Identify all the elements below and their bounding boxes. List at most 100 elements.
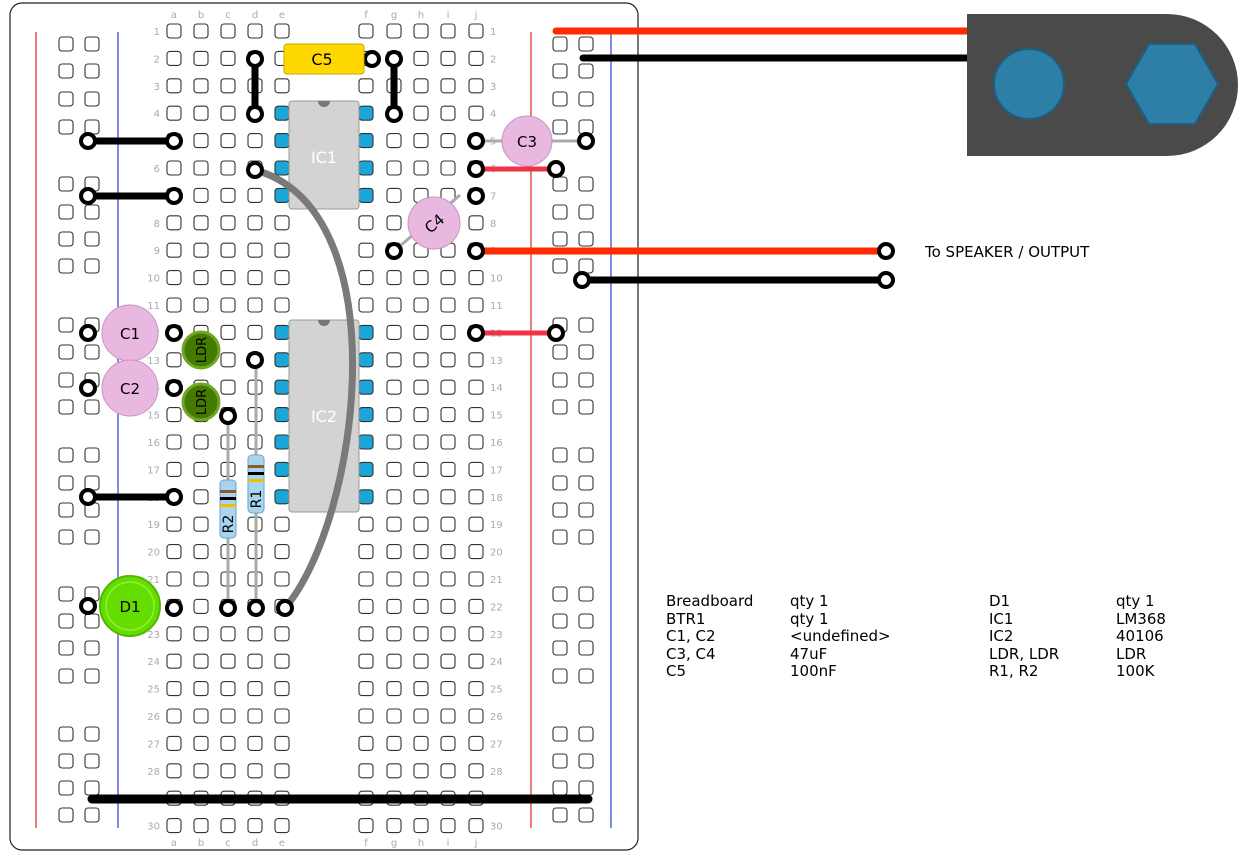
breadboard-hole	[58, 176, 74, 192]
c2-capacitor: C2	[101, 359, 159, 417]
breadboard-hole	[220, 133, 236, 149]
bom-value: 100K	[1116, 662, 1155, 680]
breadboard-hole	[413, 434, 429, 450]
breadboard-hole	[578, 36, 594, 52]
breadboard-hole	[386, 598, 402, 614]
breadboard-label: 16	[490, 438, 503, 449]
breadboard-hole	[58, 258, 74, 274]
bom-part: C5	[666, 662, 687, 680]
wire-endpoint	[79, 324, 97, 342]
breadboard-hole	[440, 105, 456, 121]
battery-terminal-round	[993, 48, 1065, 120]
jumper-wires-red	[472, 27, 974, 336]
bom-value: LDR	[1116, 644, 1147, 663]
breadboard-hole	[413, 571, 429, 587]
breadboard-hole	[440, 461, 456, 477]
breadboard-hole	[578, 640, 594, 656]
breadboard-hole	[58, 447, 74, 463]
breadboard-hole	[578, 231, 594, 247]
breadboard-hole	[193, 133, 209, 149]
bom-part: C1, C2	[666, 627, 716, 645]
breadboard-hole	[468, 105, 484, 121]
breadboard-hole	[386, 160, 402, 176]
breadboard-hole	[58, 668, 74, 684]
breadboard-label: b	[198, 838, 204, 849]
breadboard-hole	[220, 270, 236, 286]
breadboard-hole	[274, 434, 290, 450]
breadboard-hole	[552, 372, 568, 388]
breadboard-hole	[468, 544, 484, 560]
breadboard-hole	[386, 407, 402, 423]
breadboard-hole	[84, 36, 100, 52]
breadboard-label: e	[279, 838, 285, 849]
breadboard-hole	[247, 763, 263, 779]
breadboard-hole	[166, 215, 182, 231]
wire-endpoint	[165, 599, 183, 617]
breadboard-label: 24	[147, 657, 160, 668]
breadboard-hole	[274, 352, 290, 368]
breadboard-label: 19	[147, 520, 160, 531]
breadboard-hole	[440, 160, 456, 176]
breadboard-hole	[274, 818, 290, 834]
breadboard-label: c	[225, 838, 231, 849]
breadboard-hole	[166, 544, 182, 560]
breadboard-hole	[358, 598, 374, 614]
r1-resistor: R1	[247, 454, 265, 514]
breadboard-label: f	[364, 838, 368, 849]
breadboard-hole	[413, 379, 429, 395]
c5-label: C5	[311, 50, 332, 69]
breadboard-hole	[413, 544, 429, 560]
breadboard-hole	[84, 204, 100, 220]
breadboard-hole	[193, 735, 209, 751]
breadboard-hole	[552, 586, 568, 602]
wire-endpoint	[165, 187, 183, 205]
wire-endpoint	[219, 407, 237, 425]
breadboard-hole	[358, 270, 374, 286]
bom-part: R1, R2	[989, 662, 1039, 680]
breadboard-hole	[468, 23, 484, 39]
breadboard-hole	[552, 807, 568, 823]
jumper-wire-gray	[251, 166, 357, 612]
breadboard-hole	[358, 735, 374, 751]
breadboard-hole	[578, 502, 594, 518]
breadboard-hole	[578, 475, 594, 491]
breadboard-hole	[193, 23, 209, 39]
breadboard-hole	[220, 50, 236, 66]
breadboard-hole	[386, 215, 402, 231]
breadboard-hole	[166, 270, 182, 286]
breadboard-hole	[386, 544, 402, 560]
wire-endpoint	[467, 160, 485, 178]
breadboard-hole	[413, 489, 429, 505]
breadboard-hole	[386, 352, 402, 368]
breadboard-hole	[440, 297, 456, 313]
breadboard-label: 20	[147, 548, 160, 559]
c2-label: C2	[120, 380, 140, 398]
c4-capacitor: C4	[407, 196, 461, 250]
breadboard-hole	[84, 640, 100, 656]
bom-part: IC1	[989, 609, 1014, 628]
breadboard-hole	[552, 529, 568, 545]
r2-label: R2	[221, 515, 237, 534]
breadboard-hole	[413, 133, 429, 149]
breadboard-hole	[58, 753, 74, 769]
wire-endpoint	[467, 242, 485, 260]
breadboard-hole	[468, 352, 484, 368]
breadboard-hole	[84, 91, 100, 107]
breadboard-hole	[84, 119, 100, 135]
breadboard-hole	[84, 753, 100, 769]
breadboard-hole	[440, 818, 456, 834]
wire-endpoint	[79, 488, 97, 506]
wire-endpoint	[165, 324, 183, 342]
breadboard-label: b	[198, 10, 204, 21]
breadboard-hole	[413, 270, 429, 286]
breadboard-hole	[386, 187, 402, 203]
breadboard-hole	[247, 133, 263, 149]
wire-endpoint	[467, 324, 485, 342]
breadboard-hole	[247, 653, 263, 669]
breadboard-label: 10	[490, 274, 503, 285]
breadboard-hole	[440, 571, 456, 587]
breadboard-hole	[358, 653, 374, 669]
breadboard-hole	[386, 653, 402, 669]
breadboard-hole	[358, 78, 374, 94]
wire-endpoint	[246, 105, 264, 123]
